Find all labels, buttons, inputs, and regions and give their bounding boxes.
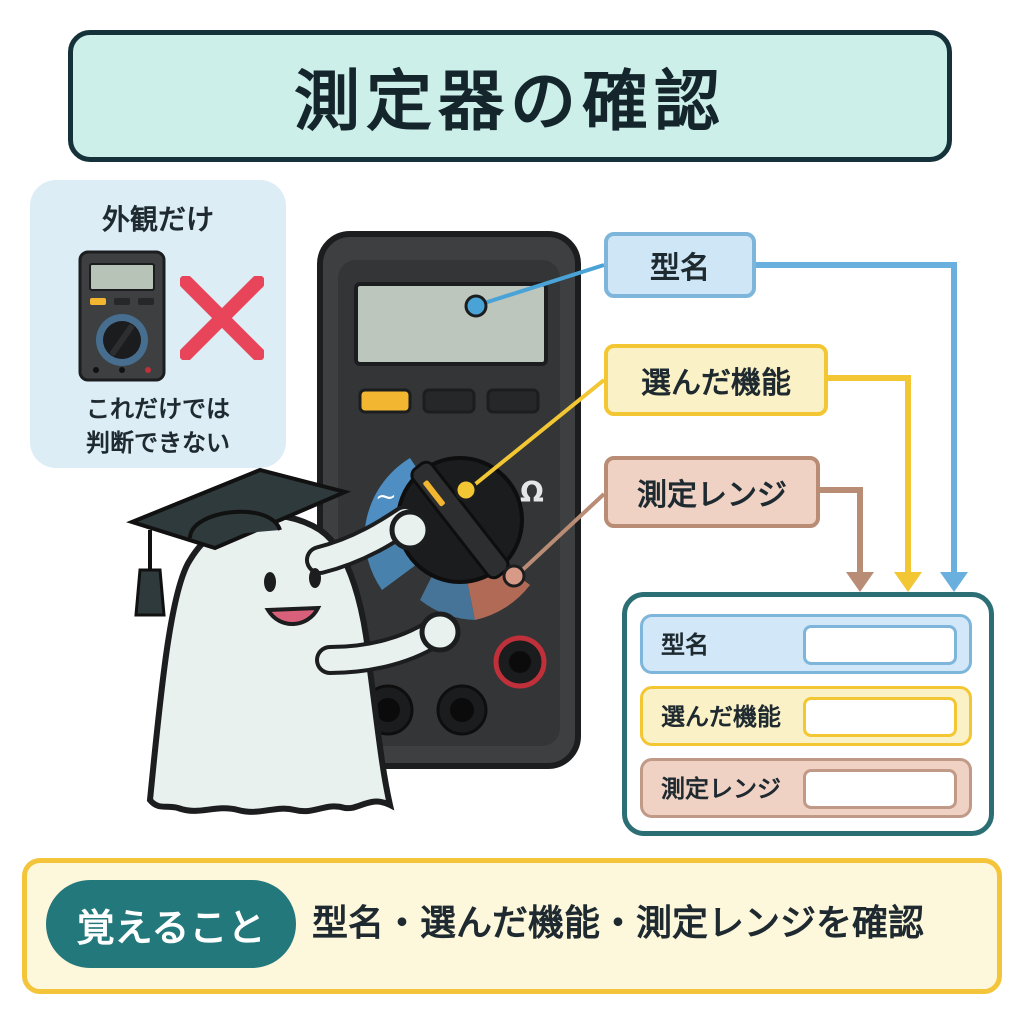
ghost-mascot-illustration [126, 467, 461, 815]
range-arrow [820, 487, 863, 574]
callout-model-name: 型名 [604, 232, 756, 298]
function-arrow [828, 375, 911, 574]
title-banner: 測定器の確認 [68, 30, 952, 162]
meter-button-1 [358, 388, 412, 414]
small-multimeter-icon [78, 250, 166, 382]
ohm-symbol: Ω [520, 476, 544, 509]
meter-display [354, 282, 548, 366]
callout-measurement-range: 測定レンジ [604, 456, 820, 528]
remember-badge: 覚えること [46, 880, 296, 968]
appearance-heading: 外観だけ [101, 203, 214, 236]
form-label-selected-function: 選んだ機能 [661, 703, 781, 731]
form-field-selected-function[interactable] [803, 697, 957, 737]
wrong-x-icon [180, 276, 264, 360]
summary-text: 型名・選んだ機能・測定レンジを確認 [312, 903, 925, 944]
model-leader-line [477, 263, 605, 307]
form-field-measurement-range[interactable] [803, 769, 957, 809]
ac-symbol: ~ [375, 482, 397, 512]
page-title: 測定器の確認 [294, 63, 726, 140]
callout-selected-function: 選んだ機能 [604, 344, 828, 416]
appearance-only-panel: 外観だけ [30, 180, 286, 468]
form-label-model-name: 型名 [661, 631, 709, 659]
form-field-model-name[interactable] [803, 625, 957, 665]
main-illustration: ~ Ω [126, 231, 581, 815]
function-leader-line [466, 378, 606, 492]
caption-line-1: これだけでは [86, 395, 230, 423]
form-row-measurement-range: 測定レンジ [640, 758, 972, 818]
range-leader-line [514, 492, 606, 578]
appearance-caption: これだけでは 判断できない [30, 392, 286, 460]
meter-button-2 [422, 388, 476, 414]
form-row-model-name: 型名 [640, 614, 972, 674]
form-row-selected-function: 選んだ機能 [640, 686, 972, 746]
caption-line-2: 判断できない [86, 429, 230, 457]
model-arrow [756, 262, 957, 574]
form-label-measurement-range: 測定レンジ [661, 775, 781, 803]
meter-button-3 [486, 388, 540, 414]
